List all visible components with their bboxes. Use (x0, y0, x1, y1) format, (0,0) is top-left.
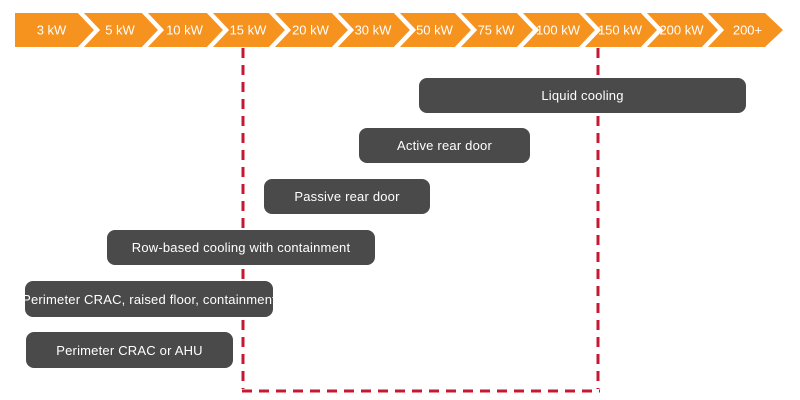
chevron-separator-icon (516, 9, 540, 51)
cooling-tech-bar: Liquid cooling (419, 78, 746, 113)
kw-scale-label: 30 kW (355, 23, 393, 38)
kw-scale-label: 5 kW (105, 23, 135, 38)
kw-scale-label: 15 kW (230, 23, 268, 38)
cooling-tech-bar: Perimeter CRAC or AHU (26, 332, 233, 368)
chevron-separator-icon (578, 9, 602, 51)
kw-scale-arrow: 3 kW 5 kW 10 kW 15 kW 20 kW 30 kW 50 kW 75 kW 10… (15, 9, 783, 51)
kw-scale-label: 100 kW (536, 23, 581, 38)
cooling-tech-label: Perimeter CRAC or AHU (56, 342, 203, 358)
kw-scale-label: 200+ (733, 23, 762, 38)
chevron-separator-icon (331, 9, 355, 51)
chevron-separator-icon (640, 9, 664, 51)
kw-scale-label: 10 kW (166, 23, 204, 38)
cooling-tech-bar: Passive rear door (264, 179, 430, 214)
kw-scale-label: 75 kW (478, 23, 516, 38)
chevron-separator-icon (206, 9, 230, 51)
cooling-tech-label: Active rear door (397, 138, 492, 153)
chevron-separator-icon (77, 9, 101, 51)
cooling-tech-label: Passive rear door (294, 189, 400, 204)
chevron-separator-icon (268, 9, 292, 51)
kw-scale-label: 20 kW (292, 23, 330, 38)
chevron-separator-icon (701, 9, 725, 51)
chevron-separator-icon (454, 9, 478, 51)
cooling-tech-label: Perimeter CRAC, raised floor, containmen… (22, 291, 276, 307)
cooling-tech-label: Liquid cooling (541, 88, 624, 103)
kw-scale-label: 50 kW (416, 23, 454, 38)
kw-scale-label: 200 kW (659, 23, 704, 38)
cooling-tech-bar: Active rear door (359, 128, 530, 163)
cooling-tech-bar: Row-based cooling with containment (107, 230, 375, 265)
chevron-separator-icon (141, 9, 165, 51)
kw-scale-label: 150 kW (598, 23, 643, 38)
cooling-tech-label: Row-based cooling with containment (131, 240, 351, 255)
chevron-separator-icon (393, 9, 417, 51)
cooling-tech-bar: Perimeter CRAC, raised floor, containmen… (22, 281, 276, 317)
kw-scale-label: 3 kW (37, 23, 67, 38)
